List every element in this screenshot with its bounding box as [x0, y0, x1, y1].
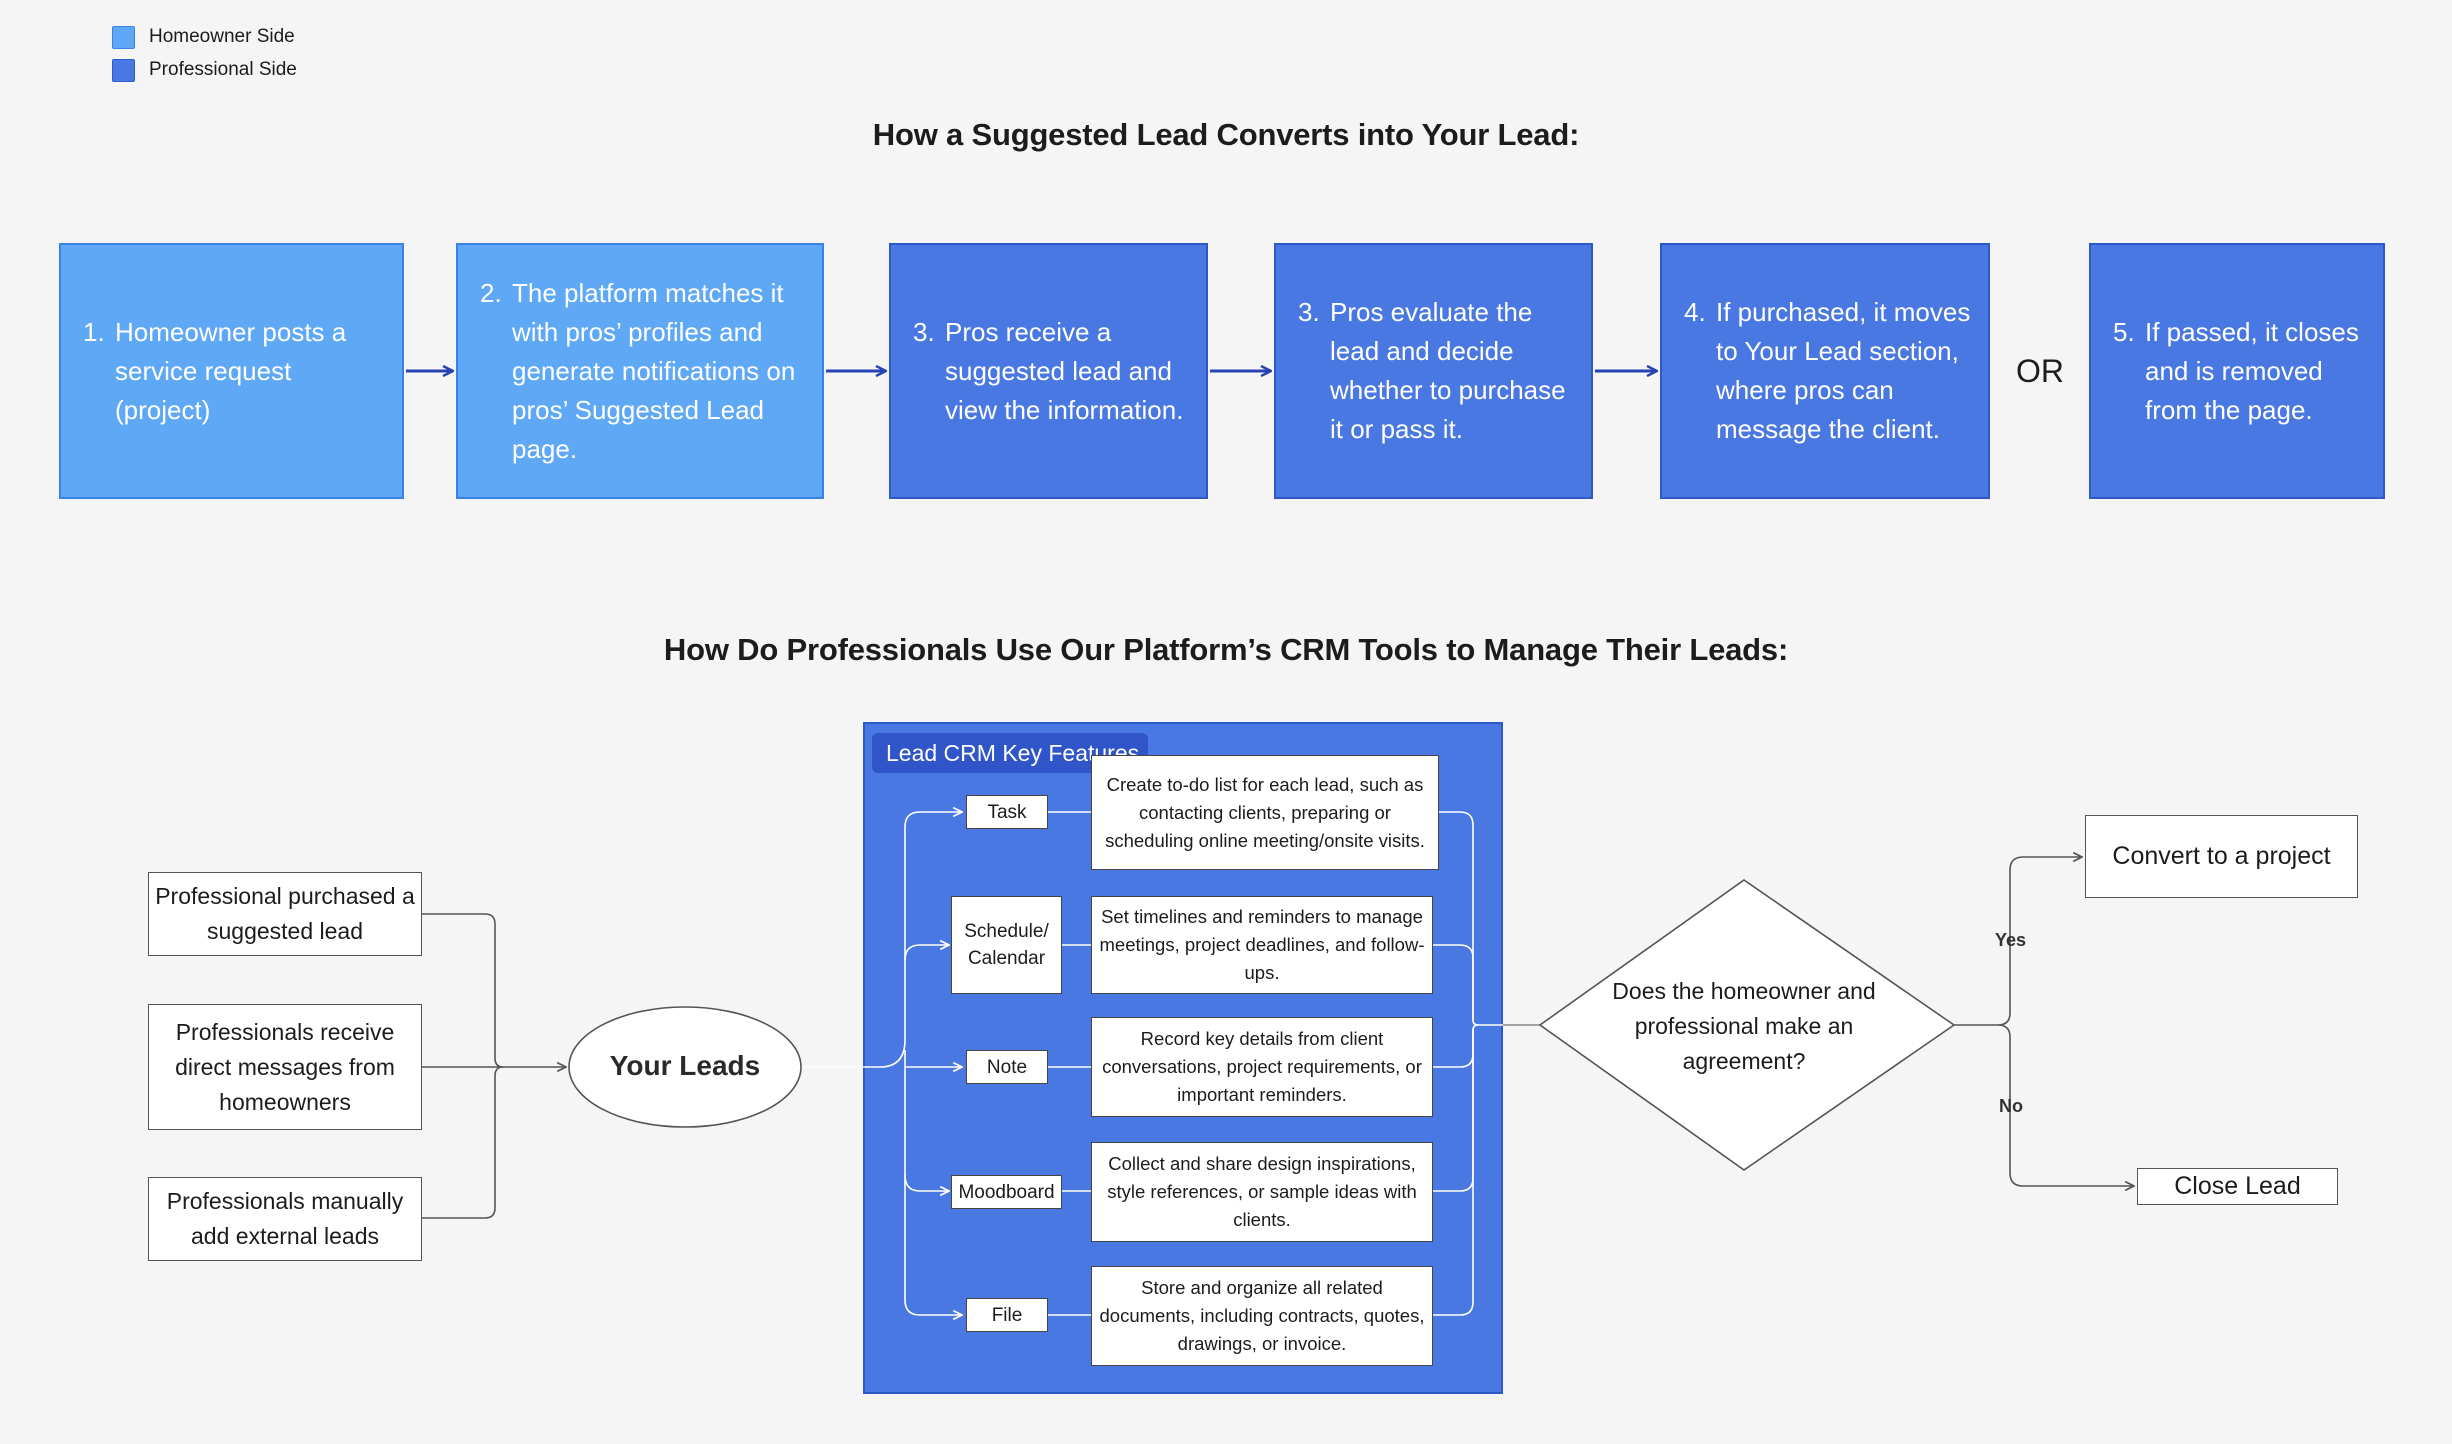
- your-leads-label: Your Leads: [609, 1050, 761, 1081]
- outcome-close: Close Lead: [2137, 1168, 2338, 1205]
- step-number: 4.: [1684, 297, 1706, 327]
- step-number: 2.: [480, 277, 502, 308]
- step-number: 3.: [1298, 297, 1320, 327]
- feature-tag-note: Note: [966, 1050, 1048, 1084]
- feature-desc-moodboard: Collect and share design inspirations, s…: [1091, 1142, 1433, 1242]
- step-text: Pros evaluate the lead and decide whethe…: [1330, 297, 1566, 444]
- outcome-convert: Convert to a project: [2085, 815, 2358, 898]
- legend-label: Homeowner Side: [149, 26, 295, 47]
- step-box: 5. If passed, it closes and is removed f…: [2089, 243, 2385, 499]
- step-number: 1.: [83, 316, 105, 347]
- step-box: 4. If purchased, it moves to Your Lead s…: [1660, 243, 1990, 499]
- or-label: OR: [2016, 353, 2064, 389]
- section2-title: How Do Professionals Use Our Platform’s …: [663, 632, 1789, 667]
- legend-swatch-homeowner: [112, 25, 135, 49]
- step-text: Homeowner posts a service request (proje…: [115, 316, 347, 425]
- step-text: The platform matches it with pros’ profi…: [512, 277, 796, 464]
- step-box: 2. The platform matches it with pros’ pr…: [456, 243, 824, 499]
- feature-tag-moodboard: Moodboard: [951, 1175, 1062, 1209]
- step-text: Pros receive a suggested lead and view t…: [945, 316, 1184, 425]
- step-box: 3. Pros receive a suggested lead and vie…: [889, 243, 1208, 499]
- yes-label: Yes: [1995, 930, 2027, 950]
- section1-title: How a Suggested Lead Converts into Your …: [872, 117, 1580, 152]
- feature-tag-task: Task: [966, 795, 1048, 829]
- legend-homeowner: Homeowner Side: [112, 25, 295, 49]
- decision-diamond: [1538, 879, 1956, 1171]
- step-number: 5.: [2113, 316, 2135, 347]
- step-box: 3. Pros evaluate the lead and decide whe…: [1274, 243, 1593, 499]
- source-box: Professionals receive direct messages fr…: [148, 1004, 422, 1130]
- your-leads-ellipse: [568, 1006, 802, 1128]
- legend-label: Professional Side: [149, 59, 297, 80]
- step-text: If purchased, it moves to Your Lead sect…: [1716, 297, 1971, 444]
- source-box: Professionals manually add external lead…: [148, 1177, 422, 1261]
- step-text: If passed, it closes and is removed from…: [2145, 316, 2359, 425]
- source-box: Professional purchased a suggested lead: [148, 872, 422, 956]
- step-number: 3.: [913, 316, 935, 347]
- feature-desc-schedule: Set timelines and reminders to manage me…: [1091, 896, 1433, 994]
- feature-desc-file: Store and organize all related documents…: [1091, 1266, 1433, 1366]
- feature-desc-task: Create to-do list for each lead, such as…: [1091, 755, 1439, 870]
- feature-tag-schedule: Schedule/ Calendar: [951, 896, 1062, 994]
- feature-desc-note: Record key details from client conversat…: [1091, 1017, 1433, 1117]
- no-label: No: [1999, 1096, 2023, 1116]
- step-box: 1. Homeowner posts a service request (pr…: [59, 243, 404, 499]
- legend-professional: Professional Side: [112, 58, 297, 82]
- legend-swatch-professional: [112, 58, 135, 82]
- decision-label: Does the homeowner and professional make…: [1612, 977, 1876, 1074]
- feature-tag-file: File: [966, 1298, 1048, 1332]
